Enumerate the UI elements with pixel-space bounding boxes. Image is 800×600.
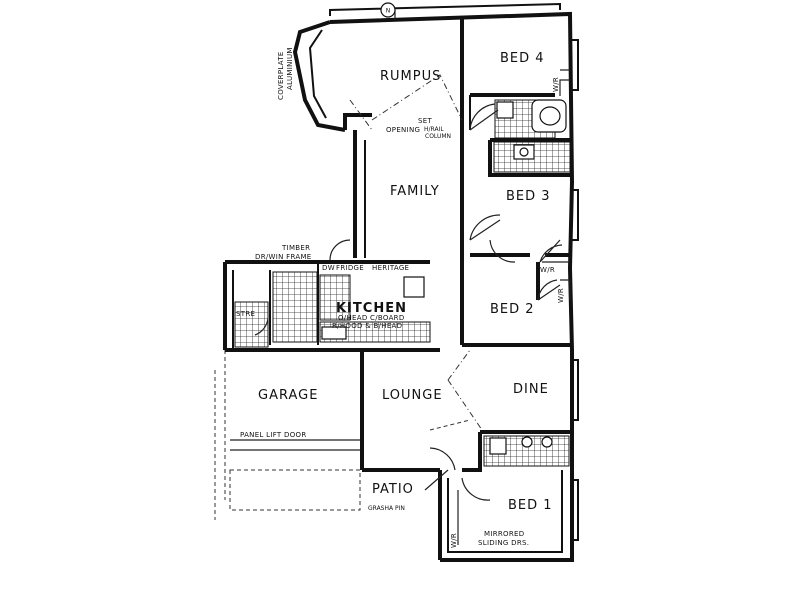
room-store: STRE: [236, 310, 255, 318]
room-bed4: BED 4: [500, 51, 545, 66]
note-heritage: HERITAGE: [372, 264, 409, 272]
room-garage: GARAGE: [258, 388, 318, 403]
note-wr-bed2: W/R: [557, 288, 565, 303]
room-patio: PATIO: [372, 482, 414, 497]
annotations: COVERPLATE ALUMINIUM SET OPENING H/RAIL …: [240, 47, 565, 548]
note-mirrored: MIRRORED: [484, 530, 524, 538]
room-family: FAMILY: [390, 184, 440, 199]
note-wr-bed4: W/R: [552, 77, 560, 92]
note-timber: TIMBER: [281, 244, 310, 252]
room-dine: DINE: [513, 382, 549, 397]
doors: [254, 103, 563, 501]
note-wr-bed1: W/R: [450, 533, 458, 548]
note-fridge: FRIDGE: [336, 264, 364, 272]
interior-walls: [269, 18, 572, 431]
note-coverplate: COVERPLATE: [277, 51, 285, 100]
room-bed3: BED 3: [506, 189, 551, 204]
room-kitchen: KITCHEN: [336, 301, 407, 316]
note-cupboard: O/HEAD C/BOARD: [338, 314, 405, 322]
note-set: SET: [418, 117, 432, 125]
room-rumpus: RUMPUS: [380, 69, 441, 84]
note-grasha: GRASHA PIN: [368, 505, 405, 512]
room-bed2: BED 2: [490, 302, 535, 317]
note-sliding: SLIDING DRS.: [478, 539, 529, 547]
north-marker: N: [380, 2, 396, 18]
note-aluminium: ALUMINIUM: [286, 47, 294, 90]
room-labels: RUMPUS BED 4 FAMILY BED 3 KITCHEN BED 2 …: [236, 51, 553, 513]
note-dw: DW: [322, 264, 335, 272]
north-label: N: [386, 8, 391, 15]
note-door: PANEL LIFT DOOR: [240, 431, 307, 439]
note-rangehood: R/HOOD & B/HEAD: [332, 322, 402, 330]
windows: [329, 2, 579, 545]
note-column: COLUMN: [425, 133, 451, 140]
exterior-walls: [214, 11, 575, 562]
note-frame: DR/WIN FRAME: [255, 253, 312, 261]
room-bed1: BED 1: [508, 498, 553, 513]
note-wr-bed3: W/R: [540, 266, 555, 274]
note-opening: OPENING: [386, 126, 420, 134]
fixtures: [321, 99, 567, 455]
room-lounge: LOUNGE: [382, 388, 443, 403]
note-rail: H/RAIL: [424, 126, 444, 133]
